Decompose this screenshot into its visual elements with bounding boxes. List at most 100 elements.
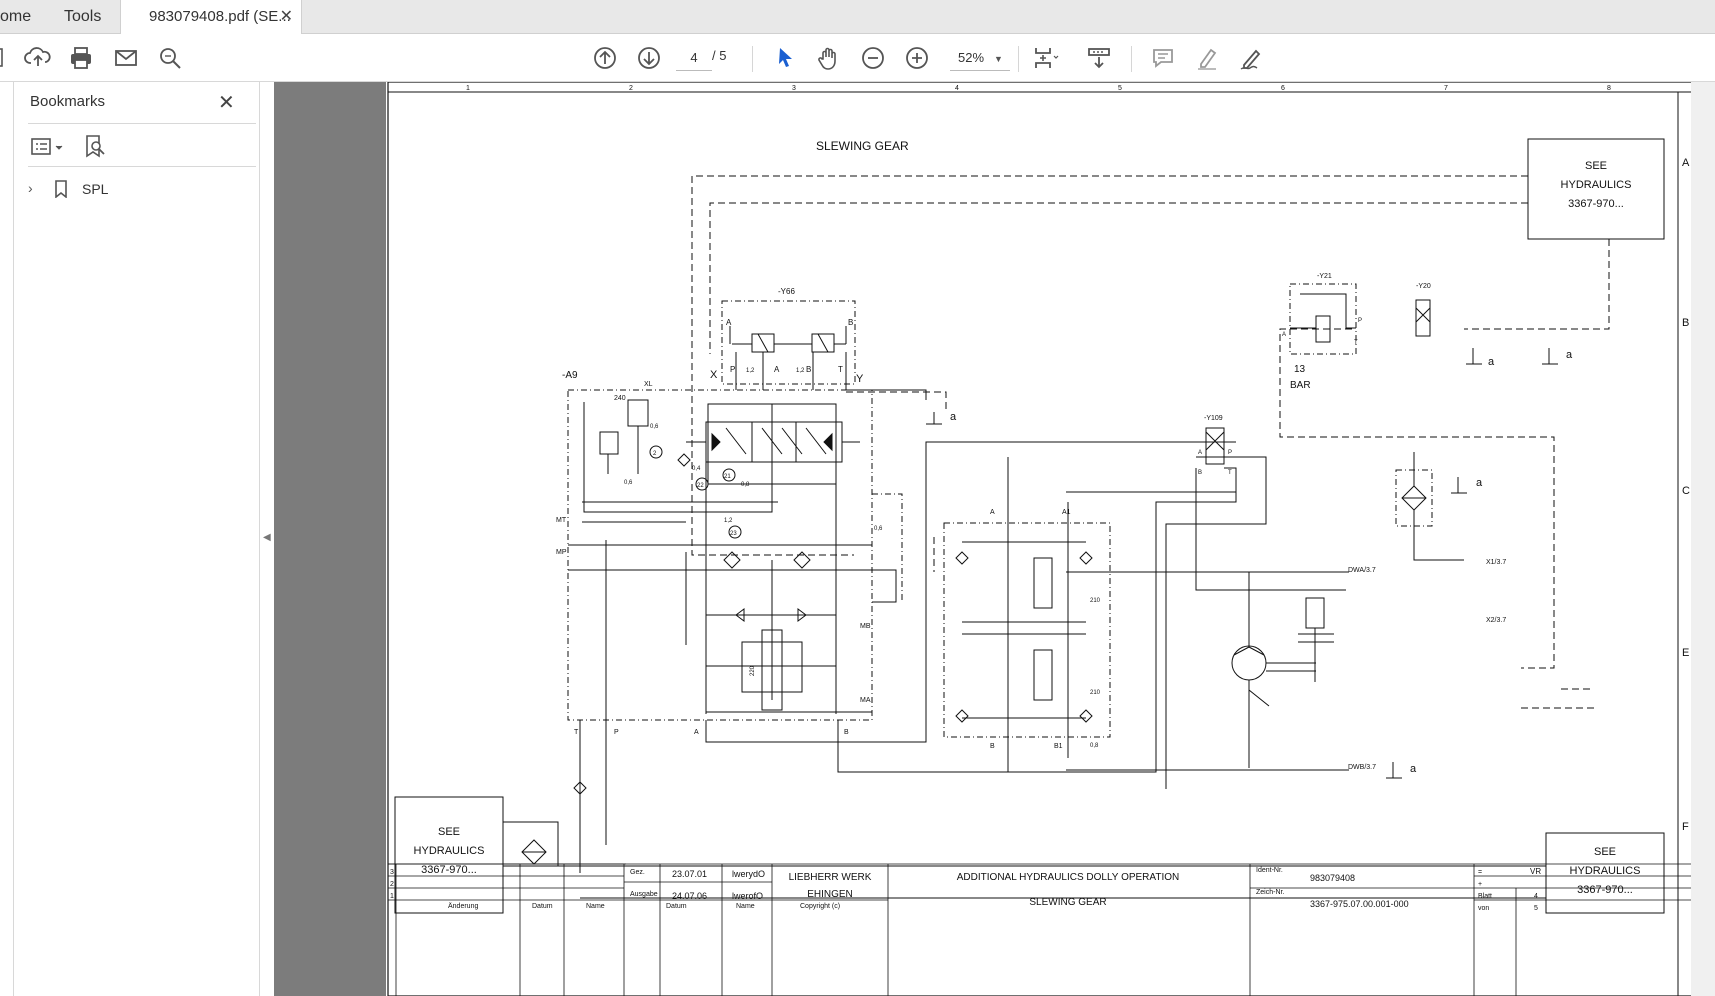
see-hydraulics-text: 3367-970... [421,864,477,876]
port-label: P [1228,450,1232,456]
see-hydraulics-text: SEE [1585,160,1607,172]
bookmark-icon [54,180,68,198]
bookmark-label: SPL [82,181,108,197]
port-label: X2/3.7 [1486,617,1506,624]
toolbar: / 5 52% ▼ [0,34,1715,82]
value-label: 0,6 [874,526,883,532]
see-hydraulics-text: HYDRAULICS [1561,179,1632,191]
port-label: A [990,509,995,516]
see-hydraulics-text: 3367-970... [1577,884,1633,896]
sign-icon[interactable] [1237,44,1265,72]
valve-label: -Y109 [1204,415,1223,422]
port-label: Y [856,373,864,385]
print-icon[interactable] [67,44,95,72]
document-viewer[interactable]: 1 2 3 4 5 6 7 8 A B C E F SLEWING GEAR [274,82,1715,996]
tab-document[interactable]: 983079408.pdf (SE... ✕ [120,0,302,35]
port-label: B [990,743,995,750]
select-tool-icon[interactable] [771,44,799,72]
row-letter: B [1682,317,1689,329]
tank-label: a [950,411,957,423]
comment-icon[interactable] [1149,44,1177,72]
field-label: Ident-Nr. [1256,867,1283,874]
value-label: 1,2 [796,368,805,374]
value-label: 0,4 [692,466,701,472]
column-number: 6 [1281,85,1285,92]
port-label: X1/3.7 [1486,559,1506,566]
ident-number: 983079408 [1310,873,1355,883]
zoom-out-icon[interactable] [859,44,887,72]
port-label: T [1228,470,1232,476]
bookmark-item-spl[interactable]: › SPL [26,178,226,204]
column-header: Änderung [448,902,478,910]
highlight-icon[interactable] [1193,44,1221,72]
see-hydraulics-text: SEE [438,826,460,838]
chevron-right-icon[interactable]: › [28,180,33,196]
port-label: A [694,729,699,736]
port-label: A [1198,450,1202,456]
next-page-icon[interactable] [635,44,663,72]
valve-label: -Y66 [778,287,795,296]
close-tab-icon[interactable]: ✕ [280,0,293,34]
tab-tools-label: Tools [64,8,101,25]
ausgabe-name: lwerofO [732,891,763,901]
bookmark-options-icon[interactable] [30,134,70,160]
port-label: T [1354,340,1358,346]
hand-tool-icon[interactable] [815,44,843,72]
chevron-down-icon[interactable]: ▼ [994,54,1003,64]
zoom-in-icon[interactable] [903,44,931,72]
search-icon[interactable] [156,44,184,72]
value-label: 0,8 [741,482,750,488]
column-number: 1 [466,85,470,92]
value-label: 0,6 [650,424,659,430]
close-panel-icon[interactable]: ✕ [218,90,235,115]
field-label: = [1478,869,1482,876]
port-label: DWA/3.7 [1348,567,1376,574]
column-number: 7 [1444,85,1448,92]
row-letter: C [1682,485,1690,497]
find-bookmark-icon[interactable] [82,132,108,160]
page-total: / 5 [712,48,726,63]
column-number: 5 [1118,85,1122,92]
port-label: B [848,318,853,327]
port-label: P [1358,318,1362,324]
column-header: Name [586,903,605,910]
page-fit-icon[interactable] [1031,44,1059,72]
port-label: XL [644,381,653,388]
previous-page-icon[interactable] [591,44,619,72]
drawing-subtitle: SLEWING GEAR [1029,897,1106,908]
tank-label: a [1566,349,1573,361]
toolbar-divider [1018,46,1019,72]
drawing-number: 3367-975.07.00.001-000 [1310,899,1409,909]
value-label: 210 [1090,690,1101,696]
collapse-arrow-icon[interactable]: ◀ [263,532,271,543]
vertical-scrollbar[interactable] [1691,82,1715,996]
panel-splitter[interactable]: ◀ [260,82,274,996]
page-number-input[interactable] [676,45,712,71]
ausgabe-date: 24.07.06 [672,891,707,901]
schematic-title: SLEWING GEAR [816,139,909,153]
scrolling-mode-icon[interactable] [1085,44,1113,72]
revision-number: 2 [390,881,394,888]
create-icon[interactable] [0,44,24,72]
email-icon[interactable] [112,44,140,72]
see-hydraulics-text: 3367-970... [1568,198,1624,210]
bookmarks-title: Bookmarks [30,93,105,110]
row-letter: F [1682,821,1689,833]
tab-home[interactable]: ome [0,0,48,34]
tab-home-label: ome [0,8,31,25]
pdf-page: 1 2 3 4 5 6 7 8 A B C E F SLEWING GEAR [386,82,1694,996]
column-number: 8 [1607,85,1611,92]
value-label: 220 [750,665,756,676]
upload-cloud-icon[interactable] [24,44,52,72]
value-label: 0,6 [624,480,633,486]
field-label: Gez. [630,869,645,876]
row-letter: E [1682,647,1689,659]
port-label: A [774,365,780,374]
port-label: X [710,369,718,381]
tank-label: a [1488,356,1495,368]
toolbar-divider [752,46,753,72]
port-label: B1 [1054,743,1063,750]
port-label: P [730,365,735,374]
tank-label: a [1410,763,1417,775]
see-hydraulics-text: HYDRAULICS [1570,865,1641,877]
